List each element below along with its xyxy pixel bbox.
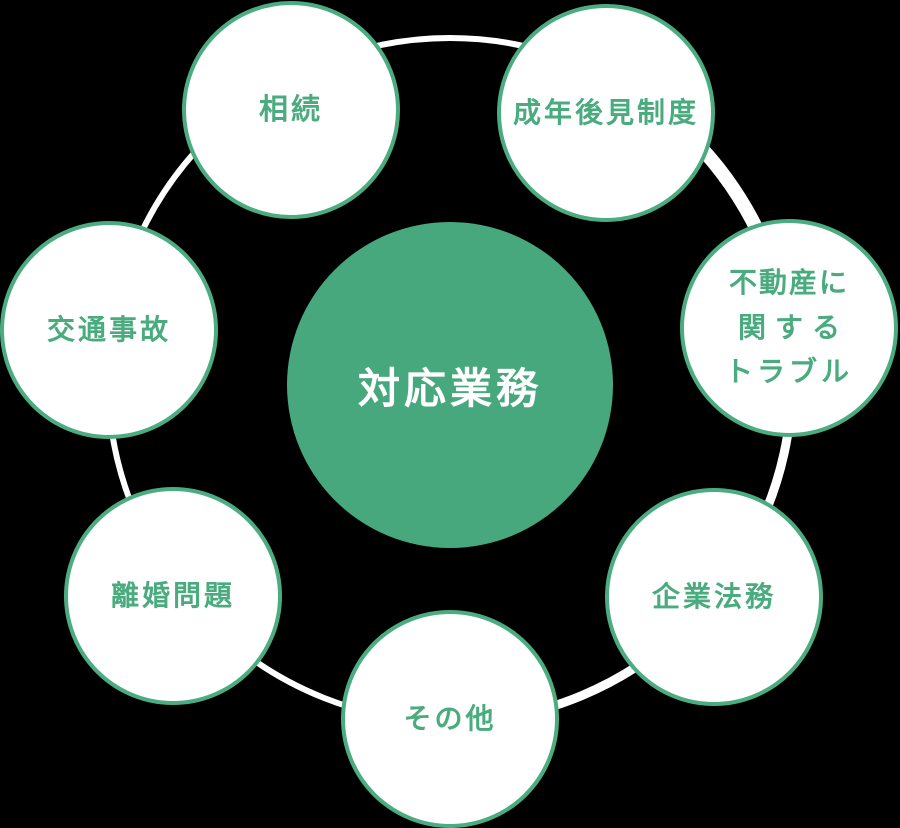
node-real-estate-trouble-label: 不動産に 関する トラブル bbox=[724, 266, 853, 388]
node-real-estate-trouble: 不動産に 関する トラブル bbox=[680, 219, 898, 437]
node-corporate-legal: 企業法務 bbox=[605, 488, 823, 706]
center-circle: 対応業務 bbox=[287, 222, 613, 548]
node-inheritance-label: 相続 bbox=[258, 93, 323, 126]
node-divorce: 離婚問題 bbox=[64, 487, 282, 705]
node-traffic-accident: 交通事故 bbox=[0, 221, 218, 439]
node-traffic-accident-label: 交通事故 bbox=[46, 313, 171, 345]
center-label: 対応業務 bbox=[357, 364, 542, 412]
node-others: その他 bbox=[341, 610, 559, 828]
node-others-label: その他 bbox=[403, 702, 497, 734]
node-inheritance: 相続 bbox=[182, 1, 400, 219]
node-corporate-legal-label: 企業法務 bbox=[651, 580, 776, 612]
node-adult-guardianship: 成年後見制度 bbox=[497, 4, 715, 222]
node-divorce-label: 離婚問題 bbox=[110, 579, 235, 611]
node-adult-guardianship-label: 成年後見制度 bbox=[512, 96, 699, 128]
